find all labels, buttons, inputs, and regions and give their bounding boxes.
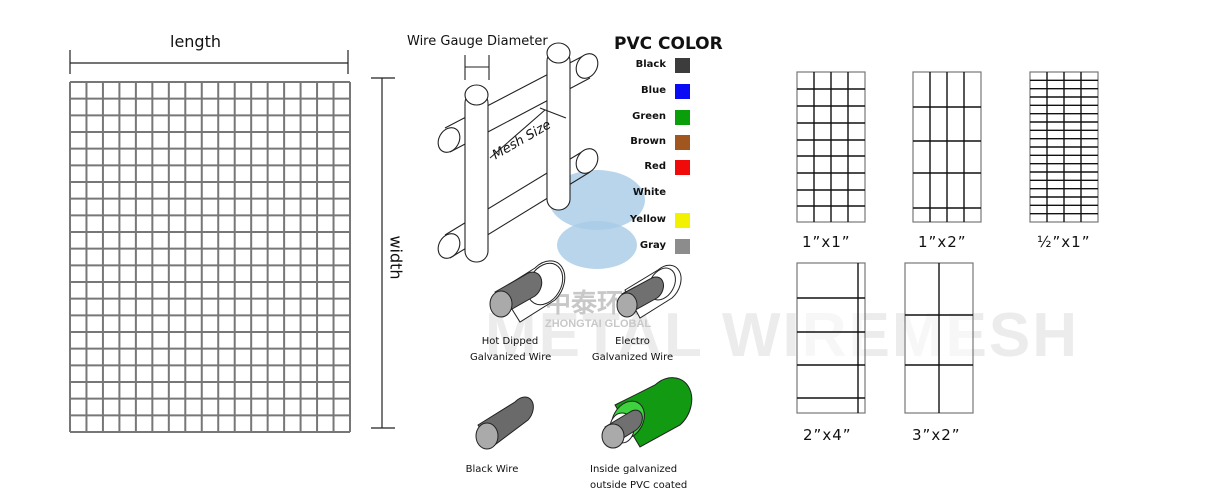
pvc-color-label-gray: Gray: [639, 240, 666, 251]
pvc-color-label-blue: Blue: [641, 85, 666, 96]
pvc-color-swatch-blue: [675, 84, 690, 99]
wire-type-line2: Galvanized Wire: [591, 352, 674, 363]
pvc-color-label-black: Black: [635, 59, 666, 70]
pvc-color-label-brown: Brown: [630, 136, 666, 147]
electro-galvanized-wire-icon: [616, 264, 682, 319]
pvc-color-swatch-green: [675, 110, 690, 125]
mesh-size-label-1x1: 1”x1”: [802, 233, 851, 251]
pvc-color-swatch-brown: [675, 135, 690, 150]
pvc-color-swatch-yellow: [675, 213, 690, 228]
hot-dipped-wire-icon: [489, 260, 566, 323]
mesh-size-label-1x2: 1”x2”: [918, 233, 967, 251]
watermark-logo-en: ZHONGTAI GLOBAL: [545, 318, 652, 330]
wire-type-line1: Electro: [615, 336, 650, 347]
mesh-size-label-half-x1: ½”x1”: [1037, 233, 1091, 251]
wire-type-pvc-coated: Inside galvanized outside PVC coated: [590, 462, 690, 494]
wire-type-black: Black Wire: [462, 462, 522, 478]
watermark-brand: METAL WIREMESH: [485, 301, 1080, 370]
wire-type-line1: Black Wire: [465, 464, 519, 475]
wire-gauge-label: Wire Gauge Diameter: [407, 34, 548, 49]
wire-type-line2: Galvanized Wire: [470, 352, 552, 363]
wire-type-electro: Electro Galvanized Wire: [590, 334, 675, 366]
pvc-color-swatch-gray: [675, 239, 690, 254]
pvc-color-label-green: Green: [632, 111, 666, 122]
pvc-coated-wire-icon: [601, 377, 693, 449]
mesh-sample-2x4: [796, 262, 866, 414]
pvc-color-title: PVC COLOR: [614, 34, 723, 54]
mesh-size-label-2x4: 2”x4”: [803, 426, 852, 444]
mesh-size-label-3x2: 3”x2”: [912, 426, 961, 444]
black-wire-icon: [475, 396, 534, 450]
pvc-color-label-yellow: Yellow: [629, 214, 666, 225]
length-label: length: [170, 32, 221, 51]
pvc-color-swatch-black: [675, 58, 690, 73]
pvc-color-label-white: White: [632, 187, 666, 198]
pvc-color-label-red: Red: [644, 161, 666, 172]
wire-type-hot-dipped: Hot Dipped Galvanized Wire: [470, 334, 552, 366]
wire-type-line1: Inside galvanized: [590, 464, 678, 475]
wire-type-line2: outside PVC coated: [590, 480, 688, 491]
wire-type-line1: Hot Dipped: [481, 336, 539, 347]
pvc-color-swatch-red: [675, 160, 690, 175]
